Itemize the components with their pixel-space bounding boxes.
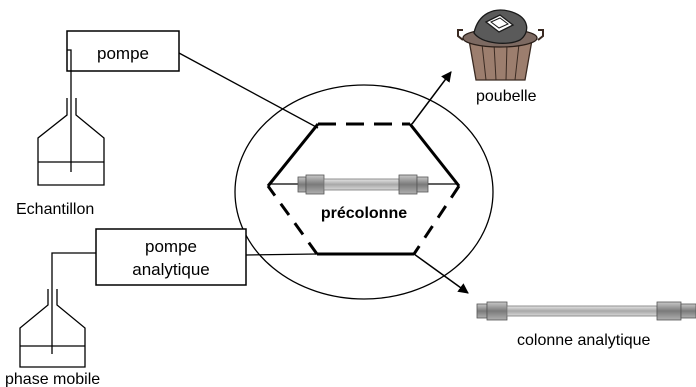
- trash-label: poubelle: [476, 88, 537, 105]
- waste-arrow: [411, 71, 452, 125]
- analytical-pump-label-line2: analytique: [132, 260, 210, 279]
- analytical-pump-box: [95, 228, 247, 286]
- mobile-phase-label: phase mobile: [5, 371, 100, 387]
- sample-tube: [67, 49, 72, 98]
- flask-icon: [37, 98, 105, 186]
- column-arrow: [413, 253, 469, 294]
- mobile-phase-tube: [51, 252, 96, 289]
- precolumn-label: précolonne: [321, 205, 407, 222]
- trash-can-icon: [457, 9, 544, 81]
- sample-pump-label: pompe: [97, 44, 149, 63]
- column-cartridge-icon: [476, 301, 696, 321]
- analytical-pump-label-line1: pompe: [145, 237, 197, 256]
- sample-label: Echantillon: [16, 201, 94, 218]
- analytical-pump-line: [245, 253, 318, 256]
- valve-hexagon: [266, 122, 461, 256]
- analytical-column-label: colonne analytique: [517, 332, 651, 349]
- sample-pump-line: [178, 52, 319, 129]
- flask-icon: [19, 289, 86, 368]
- switching-valve: [234, 84, 494, 300]
- column-cartridge-icon: [270, 174, 457, 195]
- sample-pump-box: [66, 30, 180, 72]
